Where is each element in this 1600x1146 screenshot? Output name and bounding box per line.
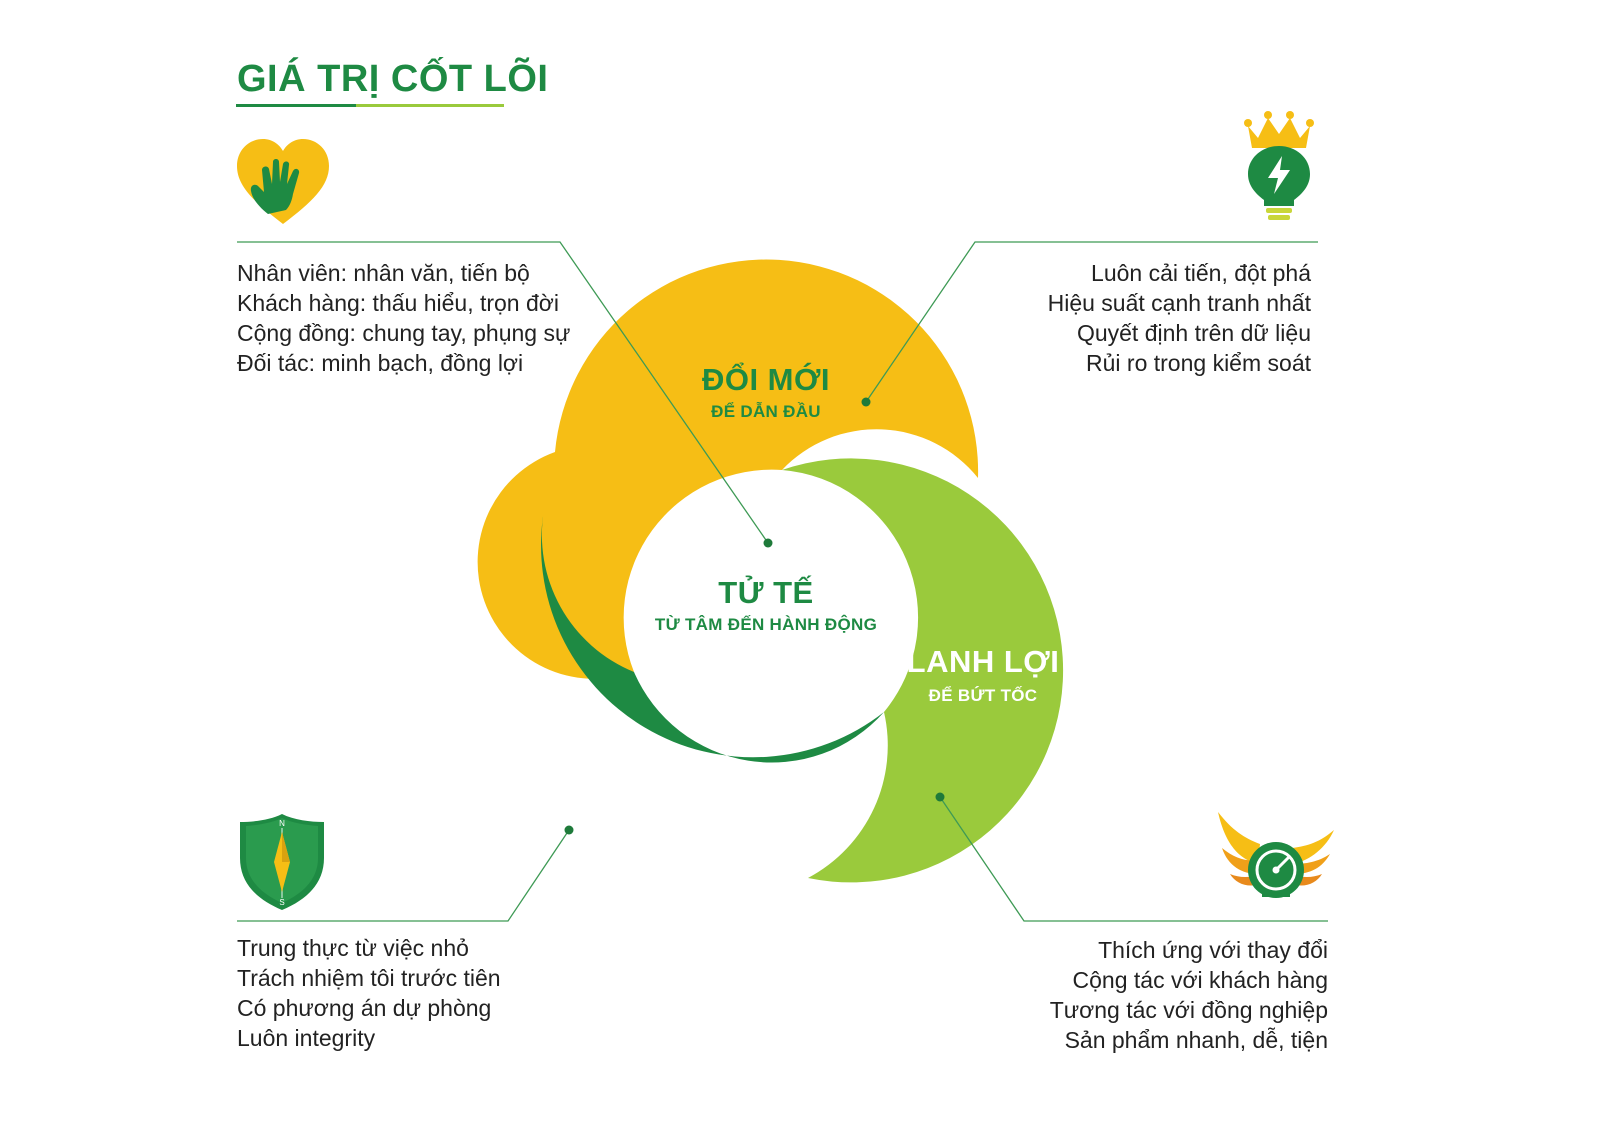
compass-shield-icon: N S [240, 814, 324, 910]
description-line: Có phương án dự phòng [237, 995, 492, 1021]
integrity-label: CHÍNH TRỰC ĐẾN TẬN CÙNG [508, 752, 748, 814]
kindness-title: TỬ TẾ [718, 575, 814, 610]
innovation-label: ĐỔI MỚI ĐỂ DẪN ĐẦU [666, 362, 866, 422]
kindness-description: Nhân viên: nhân văn, tiến bộ Khách hàng:… [237, 258, 570, 378]
innovation-title: ĐỔI MỚI [701, 362, 831, 397]
description-line: Cộng đồng: chung tay, phụng sự [237, 320, 571, 346]
description-line: Trung thực từ việc nhỏ [237, 935, 469, 961]
agility-leader [939, 796, 1328, 922]
integrity-subtitle: ĐẾN TẬN CÙNG [561, 794, 695, 813]
description-line: Khách hàng: thấu hiểu, trọn đời [237, 290, 559, 316]
innovation-description: Luôn cải tiến, đột phá Hiệu suất cạnh tr… [1048, 258, 1311, 378]
innovation-leader [865, 241, 1318, 403]
kindness-dot [763, 538, 773, 548]
innovation-subtitle: ĐỂ DẪN ĐẦU [711, 402, 821, 421]
description-line: Thích ứng với thay đổi [1098, 937, 1328, 963]
description-line: Tương tác với đồng nghiệp [1049, 997, 1328, 1023]
agility-subtitle: ĐỂ BỨT TỐC [928, 686, 1038, 705]
integrity-petal [541, 510, 884, 763]
kindness-label: TỬ TẾ TỪ TÂM ĐẾN HÀNH ĐỘNG [616, 575, 916, 635]
compass-north-letter: N [279, 819, 285, 828]
title-underline [236, 104, 504, 107]
description-line: Sản phẩm nhanh, dễ, tiện [1064, 1027, 1328, 1053]
description-line: Cộng tác với khách hàng [1072, 967, 1328, 993]
agility-label: LANH LỢI ĐỂ BỨT TỐC [878, 644, 1088, 706]
integrity-leader [237, 829, 570, 922]
description-line: Hiệu suất cạnh tranh nhất [1047, 290, 1311, 316]
agility-title: LANH LỢI [906, 644, 1060, 679]
description-line: Nhân viên: nhân văn, tiến bộ [237, 260, 530, 286]
agility-description: Thích ứng với thay đổi Cộng tác với khác… [1050, 935, 1328, 1055]
winged-speedometer-icon [1218, 812, 1334, 898]
description-line: Luôn cải tiến, đột phá [1091, 260, 1311, 286]
description-line: Trách nhiệm tôi trước tiên [237, 965, 501, 991]
crowned-lightbulb-icon [1244, 111, 1314, 220]
innovation-dot [861, 397, 871, 407]
description-line: Luôn integrity [237, 1025, 376, 1051]
innovation-petal [477, 259, 979, 679]
agility-petal [782, 458, 1064, 883]
page-title: GIÁ TRỊ CỐT LÕI [237, 58, 549, 100]
integrity-title: CHÍNH TRỰC [527, 752, 729, 787]
kindness-subtitle: TỪ TÂM ĐẾN HÀNH ĐỘNG [654, 615, 878, 634]
compass-south-letter: S [279, 898, 284, 907]
description-line: Quyết định trên dữ liệu [1076, 320, 1311, 346]
description-line: Rủi ro trong kiểm soát [1086, 350, 1311, 376]
kindness-leader [237, 241, 769, 544]
agility-dot [935, 792, 945, 802]
integrity-dot [564, 825, 574, 835]
description-line: Đối tác: minh bạch, đồng lợi [237, 350, 524, 376]
heart-hand-icon [237, 139, 329, 224]
integrity-description: Trung thực từ việc nhỏ Trách nhiệm tôi t… [237, 933, 501, 1053]
